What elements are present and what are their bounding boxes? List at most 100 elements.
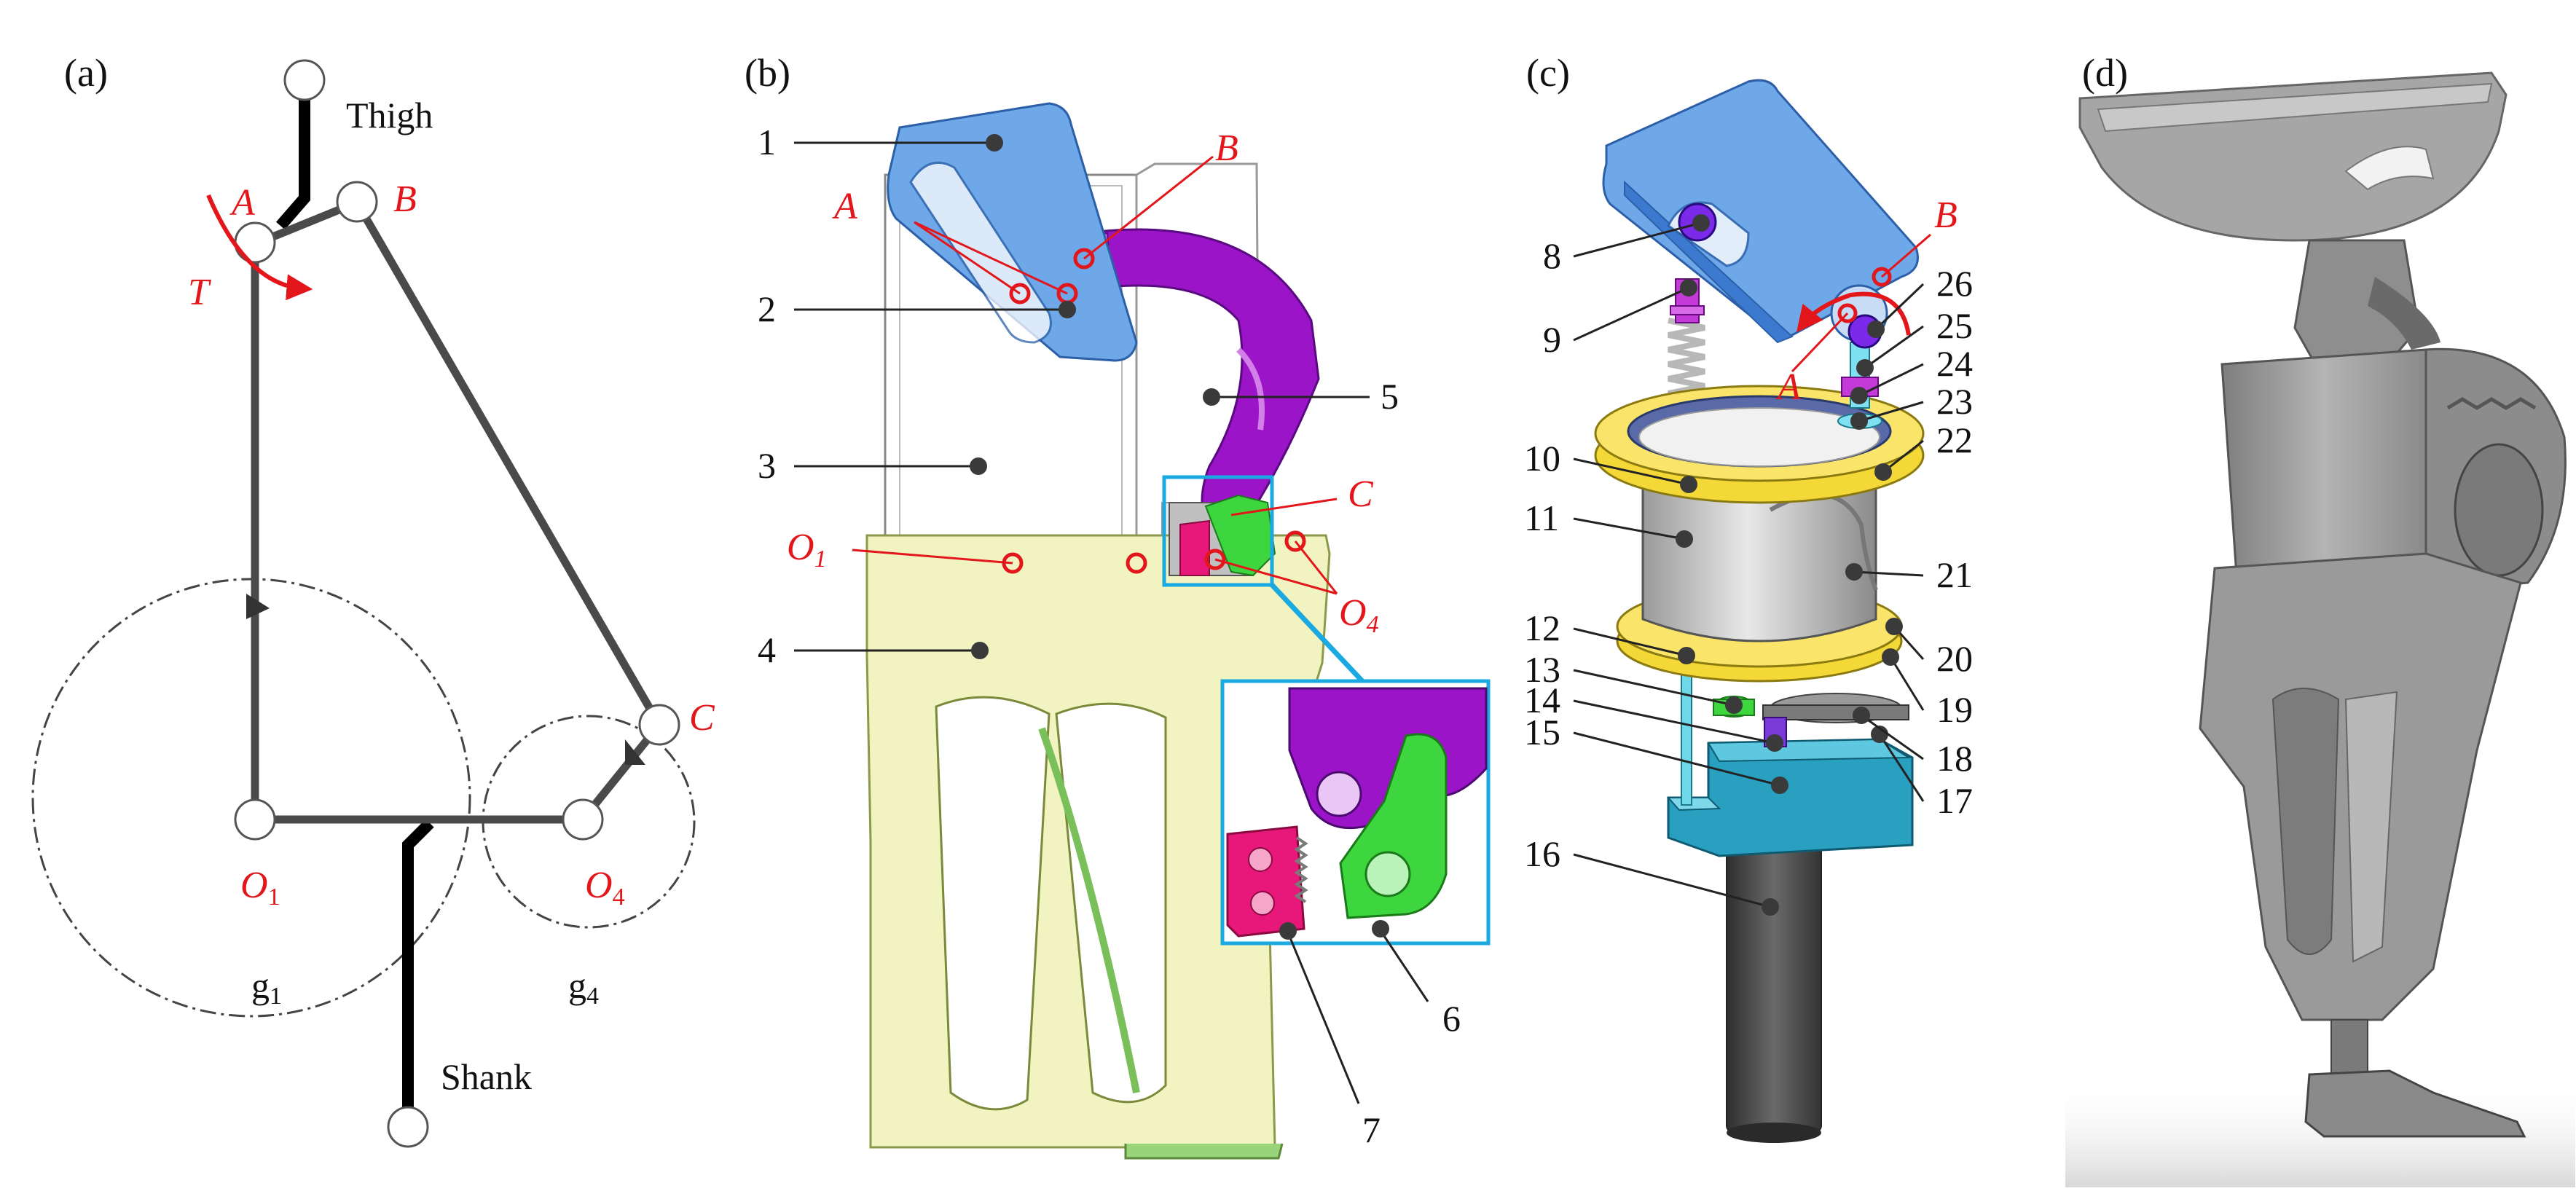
knee-upper-slot (2368, 277, 2440, 350)
A-leader (914, 221, 1068, 295)
panel-c-label: (c) (1526, 51, 1570, 95)
O1-leader (852, 549, 1013, 565)
knee-housing (2220, 348, 2427, 577)
panel-b: (b) (745, 51, 1491, 1160)
g4-label-base: g (568, 965, 586, 1006)
joint-C (638, 704, 680, 746)
pylon-base (1727, 1123, 1821, 1143)
point-O4-marker (1284, 530, 1306, 552)
panel-d-label: (d) (2082, 51, 2128, 95)
knee-spring (2446, 397, 2537, 410)
panel-b-callouts (794, 134, 1429, 1104)
C-leader (1230, 498, 1338, 516)
cam-cylinder (1641, 465, 1877, 642)
O1-label-base: O (240, 865, 268, 906)
callout-15: 15 (1524, 712, 1560, 752)
b-O1-label-base: O (787, 527, 814, 568)
O4-leader (1294, 541, 1338, 594)
c-point-A-marker (1837, 303, 1858, 323)
thigh-link (275, 84, 310, 230)
foot (2304, 1069, 2526, 1138)
thigh-socket-opening (2344, 146, 2435, 191)
upper-ring-inner (1638, 407, 1880, 467)
teal-mount-top (1707, 738, 1912, 763)
zoom-connector (1270, 583, 1364, 683)
panel-a-label: (a) (64, 51, 108, 95)
shank-frame-rib (2344, 691, 2398, 963)
b-point-C-label: C (1348, 473, 1374, 515)
b-O4-label-base: O (1339, 592, 1367, 634)
c-point-B-marker (1872, 267, 1892, 287)
shell-window-right (1055, 702, 1167, 1104)
pink-rack-small (1179, 519, 1210, 576)
pylon (1726, 819, 1822, 1133)
O4-label: O4 (585, 865, 625, 911)
point-A-marker (1009, 283, 1031, 304)
callout-2: 2 (758, 288, 776, 329)
panel-a: (a) Thigh Shank A B C T O1 O4 g1 (31, 51, 715, 1148)
purple-link-highlight (1236, 347, 1265, 431)
rotation-arrow (1796, 291, 1911, 336)
shell-bottom-rim (1124, 1143, 1284, 1160)
b-point-A-label: A (832, 186, 857, 227)
callout-23: 23 (1936, 381, 1973, 422)
callout-4: 4 (758, 629, 776, 670)
shank-link (402, 819, 434, 1125)
c-point-A-label: A (1775, 366, 1801, 408)
zoom-rack-hole (1248, 847, 1273, 872)
marker-triangle (625, 739, 645, 765)
O4-leader (1214, 558, 1338, 595)
callout-13: 13 (1524, 649, 1560, 690)
zoom-purple-bore (1316, 771, 1362, 817)
shell-twist-edge (1038, 727, 1140, 1093)
callout-22: 22 (1936, 420, 1973, 460)
callout-6: 6 (1442, 998, 1461, 1039)
knee-actuator (2454, 443, 2544, 577)
ankle (2330, 1019, 2368, 1075)
panel-b-label: (b) (745, 51, 790, 95)
g4-label: g4 (568, 965, 599, 1010)
callout-14: 14 (1524, 680, 1560, 720)
callout-17: 17 (1936, 780, 1973, 821)
joint-O4 (562, 798, 604, 841)
panel-c-callouts-right (1845, 283, 1925, 802)
callout-12: 12 (1524, 608, 1560, 648)
g1-label-base: g (251, 965, 270, 1006)
joint-B (336, 181, 378, 223)
O4-label-base: O (585, 865, 613, 906)
point-B-marker (1073, 248, 1095, 270)
b-O1-label-sub: 1 (814, 546, 827, 573)
joint-O1 (234, 798, 276, 841)
callout-20: 20 (1936, 638, 1973, 679)
point-O4-marker (1204, 549, 1226, 570)
panel-d: (d) (2065, 51, 2575, 1187)
panel-c-callouts-left (1573, 214, 1788, 916)
point-A-label: A (229, 182, 255, 224)
c-point-B-label: B (1934, 194, 1957, 236)
point-O1-marker (1126, 552, 1147, 574)
zoom-rack-hole (1250, 891, 1275, 916)
callout-21: 21 (1936, 554, 1973, 595)
g1-label-sub: 1 (270, 983, 282, 1010)
A-leader (914, 221, 1021, 295)
callout-8: 8 (1543, 235, 1561, 276)
B-leader (1083, 155, 1214, 260)
torque-label: T (188, 272, 211, 313)
zoom-inset-content (1226, 687, 1488, 938)
point-B-label: B (393, 178, 417, 220)
point-C-label: C (689, 697, 715, 739)
zoom-pink-rack (1226, 825, 1305, 938)
purple-link (1084, 228, 1320, 534)
callout-10: 10 (1524, 438, 1560, 479)
panel-c: (c) (1524, 51, 1973, 1143)
b-O4-label-sub: 4 (1367, 611, 1379, 638)
b-O4-label: O4 (1339, 592, 1379, 638)
callout-18: 18 (1936, 738, 1973, 779)
c-A-leader (1791, 312, 1849, 373)
zoom-rack-teeth (1294, 836, 1308, 903)
b-point-B-label: B (1215, 127, 1238, 169)
green-gear-small (1204, 494, 1276, 577)
callout-25: 25 (1936, 305, 1973, 346)
